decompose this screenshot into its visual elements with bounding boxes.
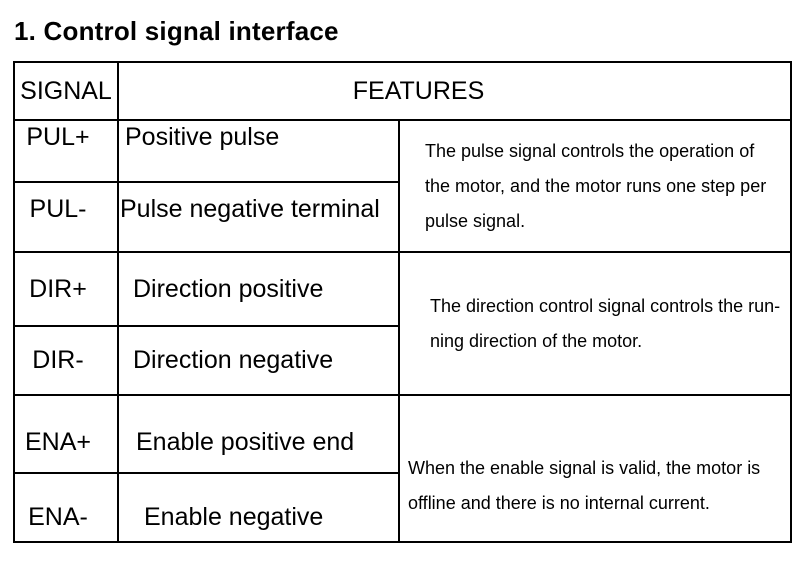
feature-cell-pul-minus: Pulse negative terminal bbox=[117, 181, 400, 253]
table-header-row: SIGNAL FEATURES bbox=[13, 61, 792, 121]
signal-cell-ena-plus: ENA+ bbox=[13, 394, 119, 474]
signal-cell-pul-minus: PUL- bbox=[13, 181, 119, 253]
feature-cell-ena-minus: Enable negative bbox=[117, 472, 400, 543]
table-row: DIR- Direction negative bbox=[13, 325, 791, 396]
control-signal-table: SIGNAL FEATURES PUL+ Positive pulse The … bbox=[13, 61, 792, 543]
description-cell-pulse-signal: The pulse signal controls the operation … bbox=[398, 119, 792, 253]
table-row: PUL- Pulse negative terminal bbox=[13, 181, 791, 253]
signal-cell-ena-minus: ENA- bbox=[13, 472, 119, 543]
column-header-features: FEATURES bbox=[117, 61, 792, 121]
table-row: ENA- Enable negative bbox=[13, 472, 791, 543]
column-header-signal: SIGNAL bbox=[13, 61, 119, 121]
page-title: 1. Control signal interface bbox=[14, 16, 339, 46]
feature-cell-dir-plus: Direction positive bbox=[117, 251, 400, 327]
table-row: PUL+ Positive pulse The pulse signal con… bbox=[13, 119, 792, 253]
signal-cell-dir-minus: DIR- bbox=[13, 325, 119, 396]
description-cell-enable-signal: When the enable signal is valid, the mot… bbox=[398, 394, 792, 543]
signal-cell-pul-plus: PUL+ bbox=[13, 119, 119, 183]
table-row: DIR+ Direction positive The direction co… bbox=[13, 251, 792, 396]
signal-cell-dir-plus: DIR+ bbox=[13, 251, 119, 327]
feature-cell-ena-plus: Enable positive end bbox=[117, 394, 400, 474]
feature-cell-dir-minus: Direction negative bbox=[117, 325, 400, 396]
description-cell-direction-signal: The direction control signal controls th… bbox=[398, 251, 792, 396]
feature-cell-pul-plus: Positive pulse bbox=[117, 119, 400, 183]
table-row: ENA+ Enable positive end When the enable… bbox=[13, 394, 792, 543]
